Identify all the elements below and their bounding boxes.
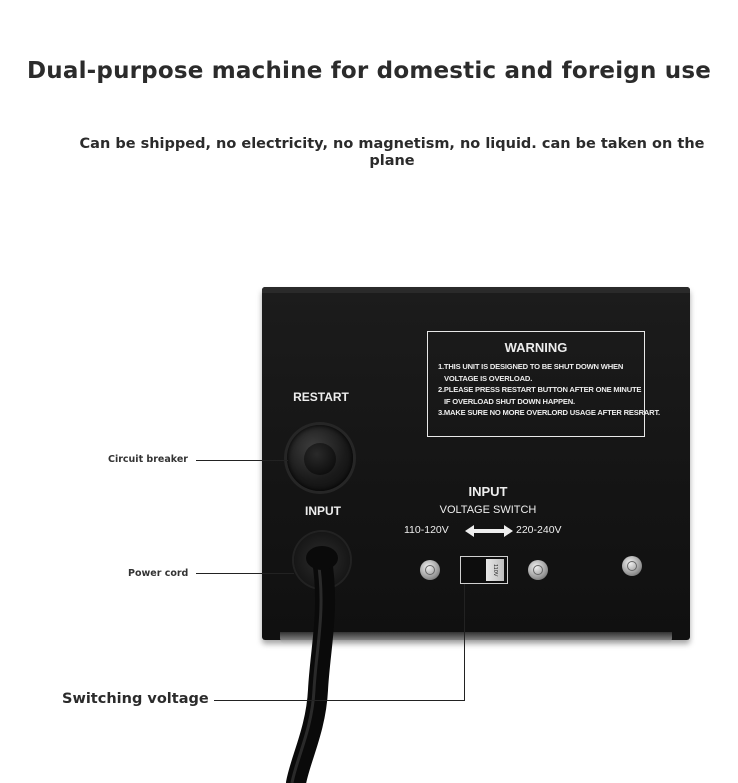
voltage-switch-slider[interactable]: 110V	[486, 559, 504, 581]
device-top-edge	[262, 287, 690, 293]
voltage-low-label: 110-120V	[404, 524, 449, 536]
screw-icon	[528, 560, 548, 580]
warning-label: WARNING 1.THIS UNIT IS DESIGNED TO BE SH…	[427, 331, 660, 437]
switching-voltage-callout: Switching voltage	[62, 691, 209, 707]
warning-title: WARNING	[504, 340, 568, 355]
device-base-reflection	[280, 632, 672, 644]
page-title: Dual-purpose machine for domestic and fo…	[26, 58, 712, 84]
bidirectional-arrow-icon	[465, 525, 513, 537]
switching-voltage-leader-line-vertical	[464, 584, 465, 701]
warning-text: 1.THIS UNIT IS DESIGNED TO BE SHUT DOWN …	[438, 361, 660, 419]
warning-line: 3.MAKE SURE NO MORE OVERLORD USAGE AFTER…	[438, 408, 660, 417]
page-subtitle: Can be shipped, no electricity, no magne…	[79, 136, 705, 169]
warning-line: IF OVERLOAD SHUT DOWN HAPPEN.	[444, 396, 575, 406]
warning-line: 1.THIS UNIT IS DESIGNED TO BE SHUT DOWN …	[438, 362, 624, 371]
restart-button-cap[interactable]	[304, 443, 336, 475]
input-label-left: INPUT	[305, 504, 341, 518]
voltage-high-label: 220-240V	[516, 524, 562, 536]
circuit-breaker-leader-line	[196, 460, 288, 461]
power-cord-leader-line	[196, 573, 294, 574]
restart-label: RESTART	[293, 390, 349, 404]
input-label-center: INPUT	[468, 484, 508, 499]
switching-voltage-leader-line	[214, 700, 465, 701]
power-cord-callout: Power cord	[128, 568, 189, 579]
warning-line: VOLTAGE IS OVERLOAD.	[444, 373, 533, 383]
screw-icon	[622, 556, 642, 576]
warning-line: 2.PLEASE PRESS RESTART BUTTON AFTER ONE …	[438, 385, 642, 394]
circuit-breaker-callout: Circuit breaker	[108, 454, 188, 465]
screw-icon	[420, 560, 440, 580]
voltage-switch-label: VOLTAGE SWITCH	[439, 504, 537, 516]
